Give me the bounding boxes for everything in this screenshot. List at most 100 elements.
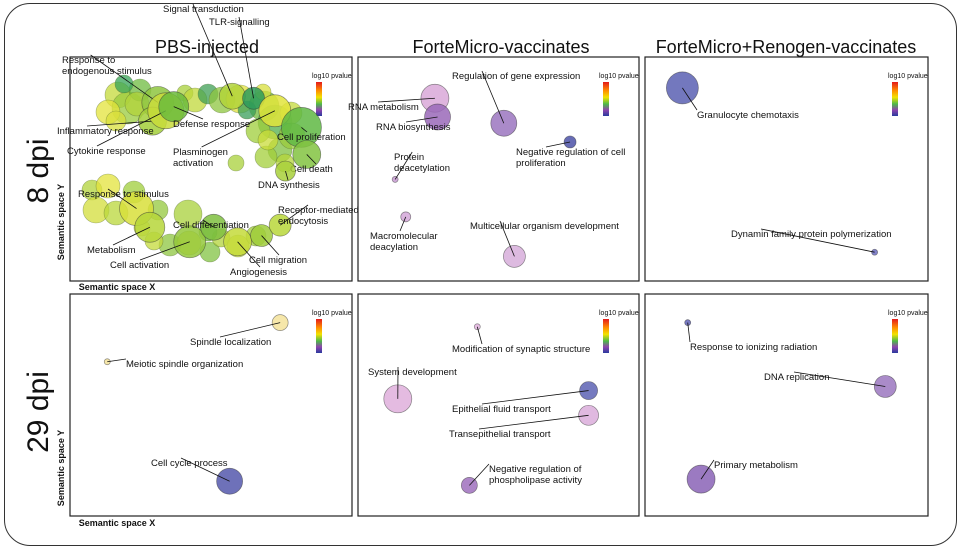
legend-title: log10 pvalue [312,310,352,317]
term-label: Regulation of gene expression [452,71,580,82]
term-label: Response to ionizing radiation [690,342,817,353]
leader-line [285,170,289,181]
term-label: Cell migration [249,255,307,266]
legend-colorbar [603,319,609,353]
legend-colorbar [892,319,898,353]
term-label: RNA metabolism [348,102,419,113]
legend-title: log10 pvalue [312,73,352,80]
legend: log10 pvalue [599,310,639,353]
term-label: System development [368,367,457,378]
term-label: Dynamin family protein polymerization [731,229,892,240]
leader-line [219,322,281,338]
column-title-fortemicro: ForteMicro-vaccinates [412,37,589,57]
leader-line [173,106,204,120]
leader-line [90,54,159,103]
column-title-fortemicro-renogen: ForteMicro+Renogen-vaccinates [656,37,917,57]
legend-colorbar [316,82,322,116]
legend-title: log10 pvalue [599,310,639,317]
term-label: DNA synthesis [258,180,320,191]
row-title-8dpi: 8 dpi [22,138,55,203]
leader-line [180,457,230,482]
leader-line [700,459,715,480]
leader-line [476,326,483,345]
term-label: Signal transduction [163,4,244,15]
term-label: Cell proliferation [277,132,346,143]
panel-frame [357,56,640,282]
leader-line [96,110,166,147]
legend: log10 pvalue [599,73,639,116]
leader-line [687,322,691,343]
term-label: Transepithelial transport [449,429,551,440]
figure-frame [4,3,957,546]
axis-x-label-8dpi: Semantic space X [79,282,156,292]
term-label: Angiogenesis [230,267,287,278]
term-label: Cell cycle process [151,458,228,469]
legend-title: log10 pvalue [888,73,928,80]
leader-line [481,70,505,124]
leader-line [760,228,875,253]
leader-line [478,414,589,430]
leader-line [499,220,515,257]
leader-line [261,235,280,256]
leader-line [107,358,127,363]
term-label: TLR-signalling [209,17,270,28]
term-label: Inflammatory response [57,126,154,137]
legend: log10 pvalue [312,73,352,116]
axis-x-label-29dpi: Semantic space X [79,518,156,528]
leader-line [306,154,317,165]
axis-y-label-29dpi: Semantic space Y [56,430,66,506]
term-bubble [95,173,121,199]
leader-line [469,463,490,486]
term-label: Cell death [290,164,333,175]
column-title-pbs: PBS-injected [155,37,259,57]
term-label: Response to stimulus [78,189,169,200]
term-label: Cell differentiation [173,220,249,231]
legend-title: log10 pvalue [599,73,639,80]
term-label: Primary metabolism [714,460,798,471]
term-label: DNA replication [764,372,829,383]
legend: log10 pvalue [312,310,352,353]
leader-line [481,390,589,405]
term-label: Metabolism [87,245,136,256]
leader-line [112,226,150,246]
leader-line [394,151,413,180]
leader-line [399,216,407,232]
term-label: Meiotic spindle organization [126,359,243,370]
term-label: Cytokine response [67,146,146,157]
legend-colorbar [316,319,322,353]
leader-line [793,371,886,387]
leader-line [279,204,309,226]
legend: log10 pvalue [888,73,928,116]
legend-colorbar [603,82,609,116]
leader-line [238,16,254,99]
leader-line [192,3,233,97]
term-label: Multicellular organism development [470,221,619,232]
panel-frame [69,293,353,517]
legend-title: log10 pvalue [888,310,928,317]
term-label: Defense response [173,119,250,130]
leader-line [545,141,571,148]
leader-line [107,188,137,209]
leader-line [237,241,261,268]
term-bubble [114,74,134,94]
term-bubble [227,154,245,172]
leader-line [201,110,276,148]
legend-colorbar [892,82,898,116]
row-title-29dpi: 29 dpi [22,371,55,453]
term-label: Granulocyte chemotaxis [697,110,799,121]
leader-line [405,116,438,123]
leader-line [139,241,190,261]
term-label: Spindle localization [190,337,271,348]
